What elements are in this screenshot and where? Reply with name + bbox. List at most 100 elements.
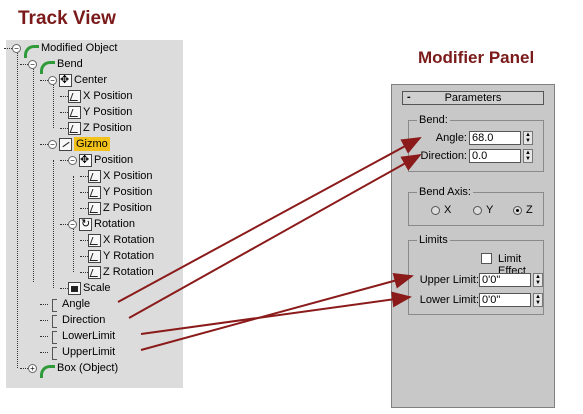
- upper-limit-input[interactable]: 0'0": [479, 273, 531, 287]
- tree-branch-line: [4, 48, 12, 49]
- modifier-panel-title: Modifier Panel: [418, 48, 535, 67]
- tree-item-label: Rotation: [94, 218, 135, 230]
- tree-item-label: Z Position: [103, 202, 152, 214]
- tree-branch-line: [60, 96, 68, 97]
- tree-branch-line: [20, 64, 28, 65]
- upper-limit-spinner[interactable]: ▲▼: [533, 273, 543, 287]
- tree-expander-icon[interactable]: −: [48, 139, 57, 149]
- limit-effect-checkbox[interactable]: [481, 253, 492, 264]
- tree-item-label: Y Position: [103, 186, 153, 198]
- tree-item[interactable]: Z Rotation: [88, 264, 154, 280]
- tree-branch-line: [40, 352, 48, 353]
- tree-branch-line: [80, 256, 88, 257]
- tree-item[interactable]: −Bend: [28, 56, 83, 74]
- tree-item-label: Position: [94, 154, 134, 166]
- tree-item[interactable]: X Rotation: [88, 232, 154, 248]
- tree-item[interactable]: −Center: [48, 72, 107, 88]
- direction-input[interactable]: 0.0: [469, 149, 521, 163]
- axis-z-radio[interactable]: [513, 206, 522, 215]
- tree-branch-line: [80, 272, 88, 273]
- tree-item[interactable]: +Box (Object): [28, 360, 118, 378]
- tree-item-label: X Rotation: [103, 234, 155, 246]
- tree-item[interactable]: − Rotation: [68, 216, 135, 232]
- angle-spinner[interactable]: ▲▼: [523, 131, 533, 145]
- curve-icon: [68, 89, 81, 103]
- tree-expander-icon[interactable]: +: [28, 363, 37, 373]
- rollout-title: Parameters: [444, 92, 502, 104]
- curve-icon: [88, 201, 101, 215]
- limits-group-title: Limits: [417, 234, 450, 246]
- tree-item[interactable]: − Position: [68, 152, 133, 168]
- direction-label: Direction:: [420, 150, 467, 162]
- bar-icon: [48, 314, 60, 328]
- tree-expander-icon[interactable]: −: [48, 75, 57, 85]
- bar-icon: [48, 298, 60, 312]
- tree-item[interactable]: X Position: [68, 88, 133, 104]
- move-icon: [59, 73, 72, 87]
- tree-item[interactable]: UpperLimit: [48, 344, 115, 360]
- tree-branch-line: [60, 288, 68, 289]
- bend-group-title: Bend:: [417, 114, 450, 126]
- direction-spinner[interactable]: ▲▼: [523, 149, 533, 163]
- tree-branch-line: [60, 160, 68, 161]
- tree-expander-icon[interactable]: −: [12, 43, 21, 53]
- tree-item[interactable]: Z Position: [88, 200, 152, 216]
- tree-expander-icon[interactable]: −: [68, 219, 77, 229]
- curve-icon: [88, 249, 101, 263]
- tree-item[interactable]: Scale: [68, 280, 111, 296]
- bar-icon: [48, 346, 60, 360]
- tree-branch-line: [80, 176, 88, 177]
- curve-icon: [88, 169, 101, 183]
- tree-item[interactable]: LowerLimit: [48, 328, 115, 344]
- axis-y-radio[interactable]: [473, 206, 482, 215]
- modifier-panel: - Parameters Bend: Angle: 68.0 ▲▼ Direct…: [391, 84, 555, 408]
- axis-x-label: X: [444, 204, 452, 216]
- tree-item[interactable]: Z Position: [68, 120, 132, 136]
- tree-branch-line: [40, 80, 48, 81]
- tree-branch-line: [40, 304, 48, 305]
- parameters-rollout-header[interactable]: - Parameters: [402, 91, 544, 105]
- tree-branch-line: [80, 240, 88, 241]
- tree-guide-line: [33, 64, 34, 282]
- track-view-tree: −Modified Object−Bend−Center X Position Y …: [4, 40, 183, 388]
- angle-input[interactable]: 68.0: [469, 131, 521, 145]
- tree-item[interactable]: X Position: [88, 168, 153, 184]
- tree-item-label: UpperLimit: [62, 346, 116, 358]
- tree-branch-line: [80, 208, 88, 209]
- tree-item[interactable]: −Gizmo: [48, 136, 110, 152]
- tree-item[interactable]: −Modified Object: [12, 40, 117, 58]
- bar-icon: [48, 330, 60, 344]
- tree-branch-line: [60, 224, 68, 225]
- tree-item[interactable]: Y Position: [88, 184, 152, 200]
- curve-icon: [88, 185, 101, 199]
- tree-expander-icon[interactable]: −: [28, 59, 37, 69]
- tree-item[interactable]: Direction: [48, 312, 105, 328]
- object-icon: [39, 58, 55, 74]
- curve-icon: [88, 233, 101, 247]
- axis-x-radio[interactable]: [431, 206, 440, 215]
- lower-limit-spinner[interactable]: ▲▼: [533, 293, 543, 307]
- tree-expander-icon[interactable]: −: [68, 155, 77, 165]
- tree-item[interactable]: Angle: [48, 296, 90, 312]
- tree-item-label: Z Rotation: [103, 266, 154, 278]
- object-icon: [23, 42, 39, 58]
- tree-guide-line: [73, 176, 74, 224]
- lower-limit-label: Lower Limit:: [419, 294, 479, 306]
- tree-item[interactable]: Y Position: [68, 104, 132, 120]
- tree-item[interactable]: Y Rotation: [88, 248, 154, 264]
- upper-limit-label: Upper Limit:: [419, 274, 479, 286]
- tree-guide-line: [53, 80, 54, 128]
- bend-axis-group: Bend Axis: X Y Z: [408, 186, 544, 226]
- rotate-icon: [79, 217, 92, 231]
- lower-limit-input[interactable]: 0'0": [479, 293, 531, 307]
- tree-branch-line: [40, 144, 48, 145]
- tree-guide-line: [73, 224, 74, 272]
- tree-guide-line: [53, 160, 54, 288]
- tree-item-label: X Position: [83, 90, 133, 102]
- angle-label: Angle:: [435, 132, 467, 144]
- tree-item-label: X Position: [103, 170, 153, 182]
- rollout-collapse-toggle[interactable]: -: [407, 91, 411, 103]
- tree-item-label: Z Position: [83, 122, 132, 134]
- track-view-title: Track View: [18, 8, 116, 29]
- tree-item-label: Angle: [62, 298, 91, 310]
